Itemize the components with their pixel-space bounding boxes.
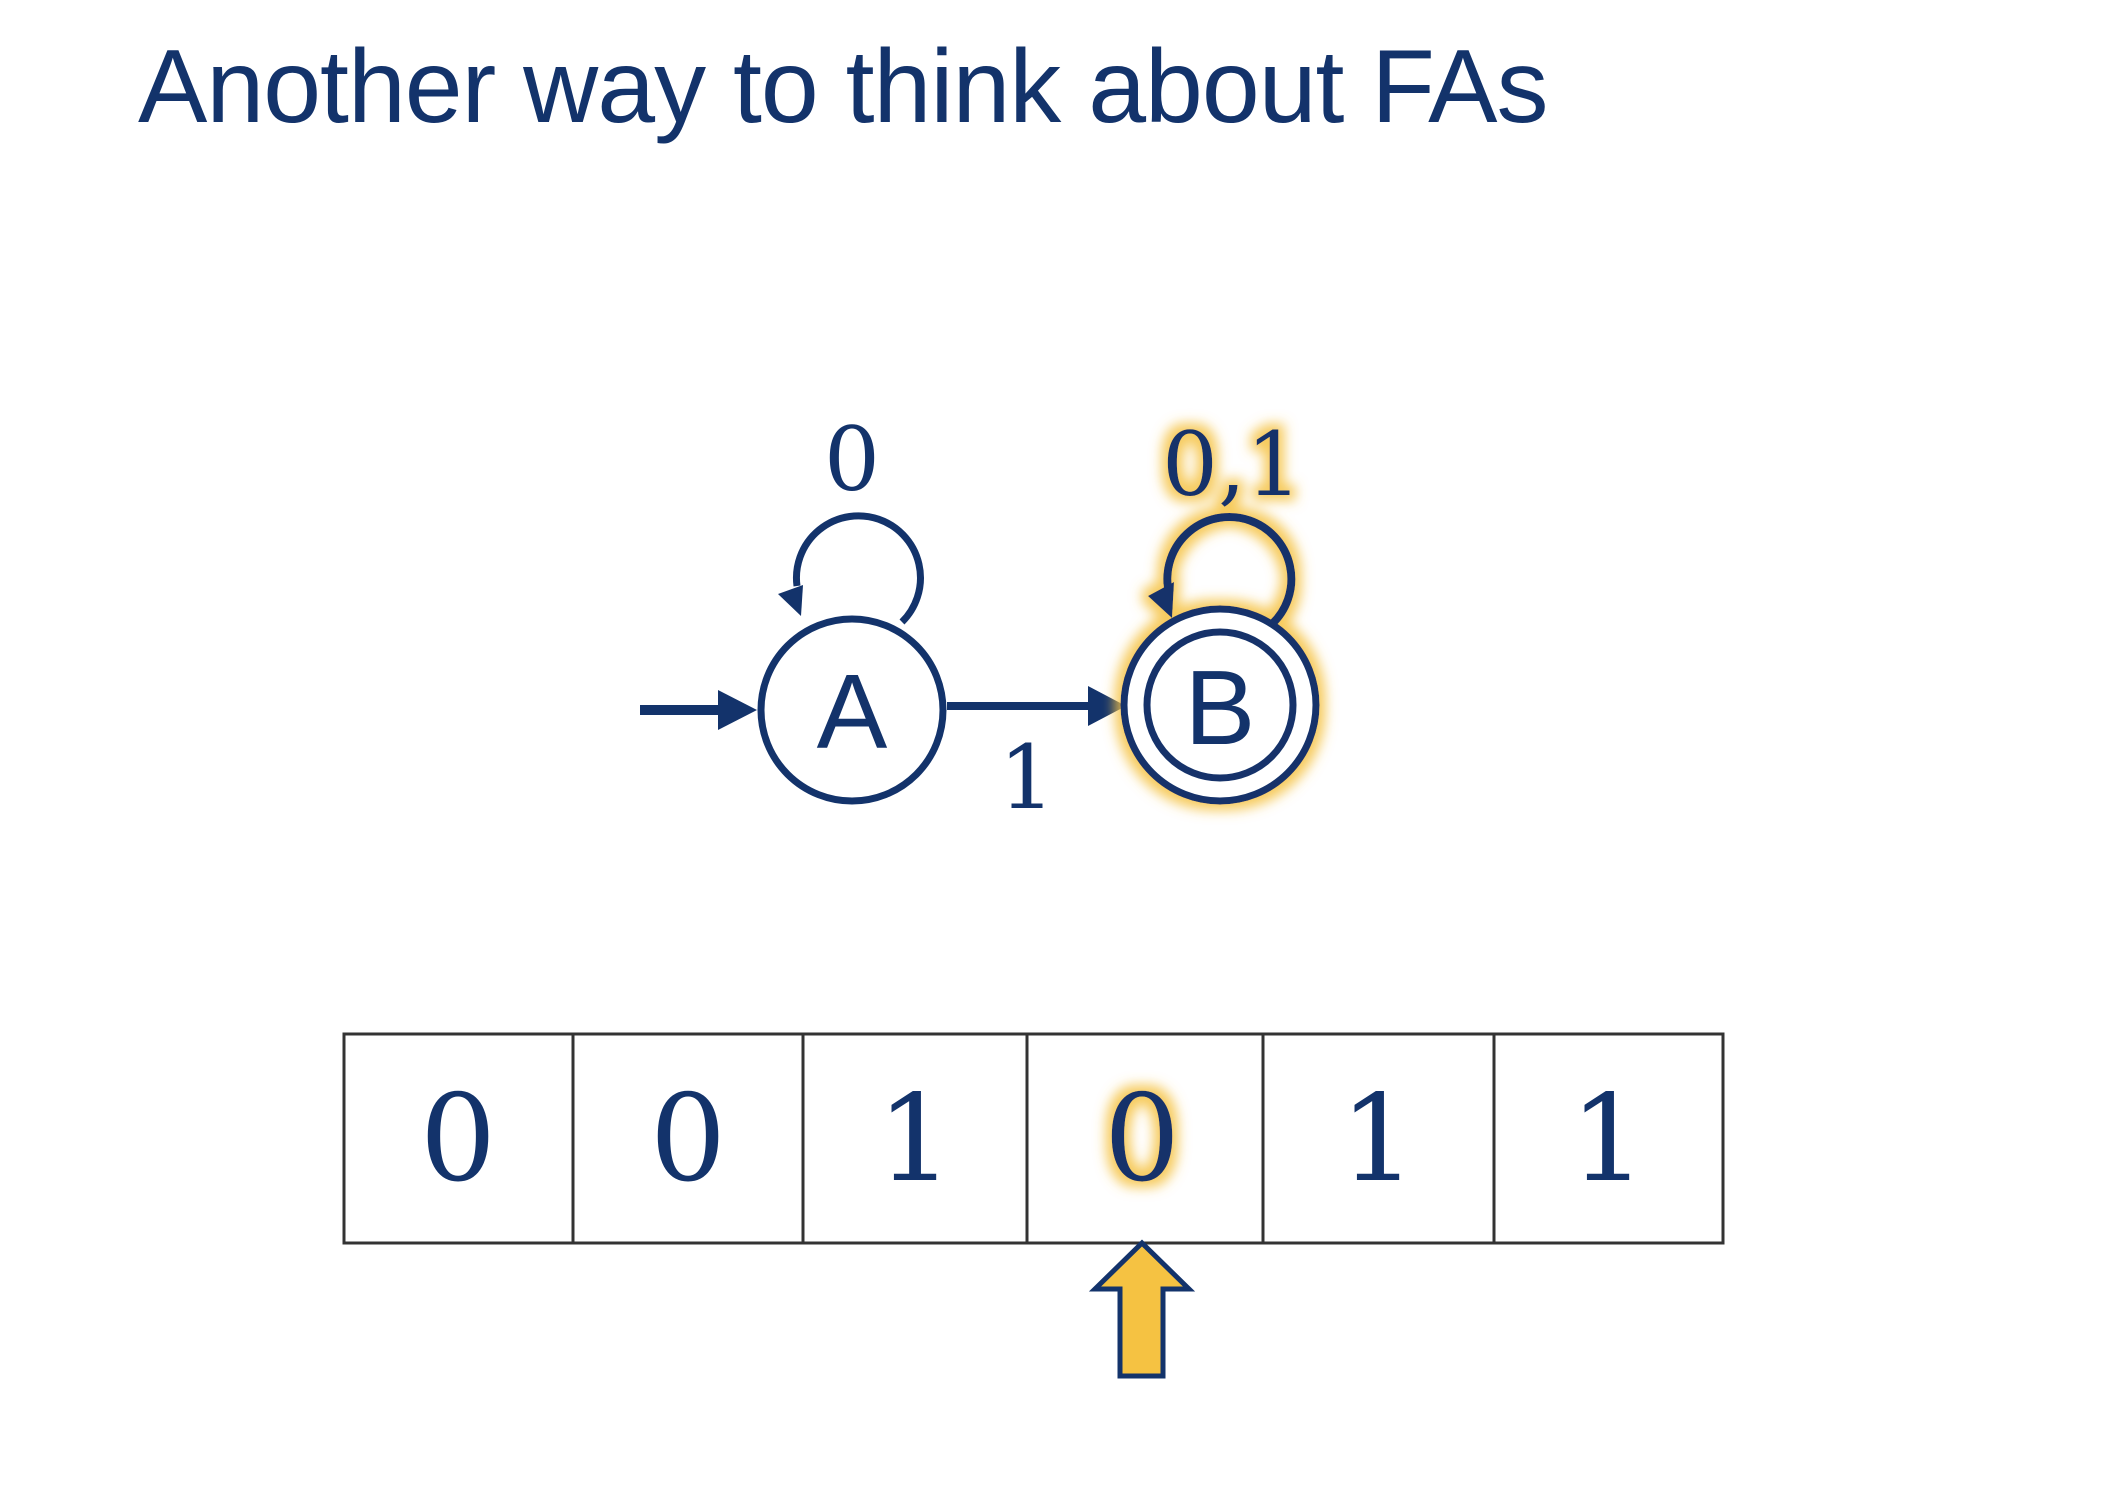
tape-cell: 0 (420, 1070, 496, 1209)
state-a-label: A (817, 653, 888, 771)
tape-head-arrow-icon (1088, 1239, 1196, 1379)
tape: 0 0 1 0 1 1 (342, 1032, 1725, 1245)
transition-a-b: 1 (947, 686, 1126, 829)
self-loop-b (1163, 513, 1296, 627)
state-b: 0,1 (1120, 413, 1320, 805)
tape-cell: 1 (1340, 1070, 1416, 1209)
loop-b-label: 0,1 (1162, 413, 1302, 516)
state-b-label: B (1185, 649, 1256, 767)
tape-cell: 1 (1570, 1070, 1646, 1209)
loop-a-label: 0 (824, 408, 880, 511)
self-loop-a: 0 (778, 408, 924, 625)
slide-title: Another way to think about FAs (138, 29, 1548, 145)
start-arrow (640, 690, 757, 730)
tape-cell-current: 0 (1104, 1070, 1180, 1209)
transition-a-b-label: 1 (999, 726, 1055, 829)
state-a: A (757, 615, 947, 805)
tape-cell: 0 (650, 1070, 726, 1209)
tape-cell: 1 (877, 1070, 953, 1209)
